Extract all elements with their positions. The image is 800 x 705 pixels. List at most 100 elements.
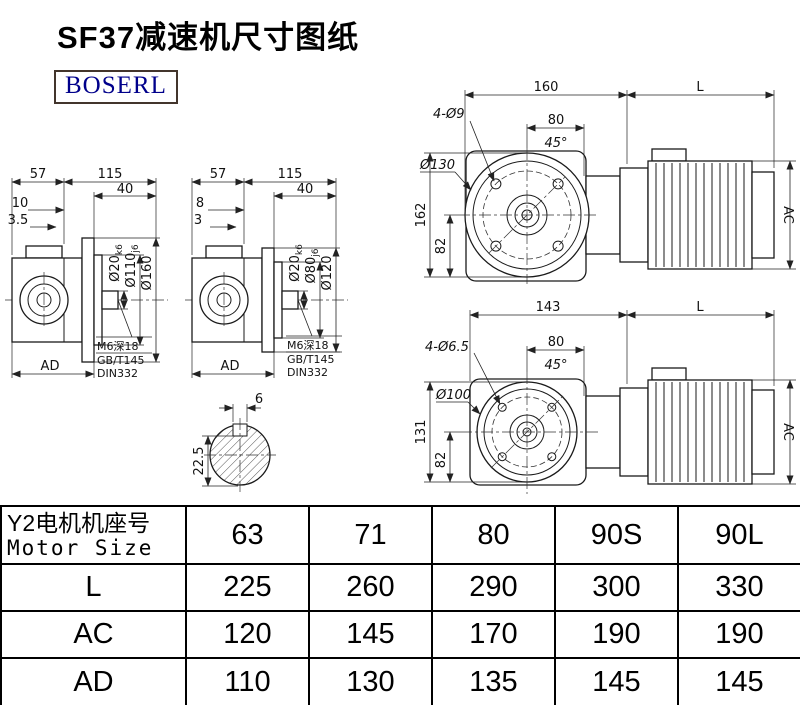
flange-circle-label: Ø130	[419, 158, 455, 173]
bolt-hole	[547, 402, 557, 412]
output-flange	[261, 247, 275, 353]
thread-note-line3: DIN332	[287, 366, 328, 379]
dim-spigot-diameter: Ø110j6	[124, 244, 141, 288]
motor-dimension-table: Y2电机机座号 Motor Size 63 71 80 90S 90L L 22…	[0, 505, 800, 705]
output-shaft	[101, 290, 119, 310]
table-header-row: Y2电机机座号 Motor Size 63 71 80 90S 90L	[0, 505, 800, 565]
dim-width-b: 115	[278, 167, 303, 182]
row-label: L	[0, 563, 187, 612]
flange-spigot	[93, 254, 103, 346]
bolt-hole	[552, 178, 564, 190]
table-cell: 290	[431, 563, 556, 612]
table-cell: 190	[554, 610, 679, 659]
bolt-hole	[552, 240, 564, 252]
table-cell: 170	[431, 610, 556, 659]
dim-motor-length: L	[696, 80, 704, 95]
bolt-hole	[497, 452, 507, 462]
flange-front-view-with-motor-top: 160 L 4-Ø9 80 45° Ø130 162 82 AC	[414, 80, 796, 284]
bolt-hole	[497, 402, 507, 412]
gearbox-top-boss	[25, 245, 63, 259]
gearbox-side-view-1: 57 115 40 10 3.5 Ø20k6 Ø110j6 Ø160	[5, 167, 168, 380]
flange-front-view-with-motor-bottom: 143 L 4-Ø6.5 80 45° Ø100 131 82 AC	[414, 300, 796, 494]
dim-ad-label: AD	[221, 359, 240, 374]
brand-logo: BOSERL	[54, 70, 178, 104]
motor-fan-cover	[751, 171, 775, 259]
table-cell: 145	[677, 657, 800, 705]
table-cell: 110	[185, 657, 310, 705]
dim-motor-height: AC	[780, 423, 795, 441]
motor-size-header-en: Motor Size	[7, 536, 154, 560]
dim-flange-diameter: Ø120	[320, 255, 335, 290]
table-row-AD: AD 110 130 135 145 145	[0, 657, 800, 705]
thread-note-line3: DIN332	[97, 367, 138, 380]
table-cell: 120	[185, 610, 310, 659]
thread-note-line1: M6深18	[287, 339, 329, 352]
dim-center-to-flange: 80	[548, 335, 565, 350]
motor-body	[647, 160, 753, 270]
dim-spigot-diameter: Ø80j6	[304, 248, 321, 283]
row-label: AC	[0, 610, 187, 659]
frame-size-column-header: 63	[185, 505, 310, 565]
dim-gearbox-length: 143	[536, 300, 561, 315]
dim-width-a: 57	[30, 167, 47, 182]
motor-fan-cover	[751, 389, 775, 475]
motor-terminal-box	[651, 367, 687, 381]
technical-drawing-canvas: 57 115 40 10 3.5 Ø20k6 Ø110j6 Ø160	[5, 80, 796, 494]
table-cell: 145	[554, 657, 679, 705]
table-row-L: L 225 260 290 300 330	[0, 563, 800, 612]
dim-shaft-length: 40	[297, 182, 314, 197]
gearbox-top-boss	[205, 245, 243, 259]
bolt-hole	[490, 178, 502, 190]
dim-shaft-diameter: Ø20k6	[288, 244, 305, 282]
row-label: AD	[0, 657, 187, 705]
frame-size-column-header: 90L	[677, 505, 800, 565]
table-cell: 300	[554, 563, 679, 612]
table-cell: 330	[677, 563, 800, 612]
dim-width-a: 57	[210, 167, 227, 182]
thread-note-line2: GB/T145	[287, 353, 335, 366]
table-row-AC: AC 120 145 170 190 190	[0, 610, 800, 659]
table-cell: 190	[677, 610, 800, 659]
dim-ad-label: AD	[41, 359, 60, 374]
dim-motor-height: AC	[780, 206, 795, 224]
dim-shaft-diameter: Ø20k6	[108, 244, 125, 282]
table-cell: 130	[308, 657, 433, 705]
motor-size-header-cn: Y2电机机座号	[7, 510, 151, 536]
table-cell: 135	[431, 657, 556, 705]
motor-body	[647, 379, 753, 485]
dim-gearbox-length: 160	[534, 80, 559, 95]
motor-endbell	[619, 167, 649, 263]
dim-motor-length: L	[696, 300, 704, 315]
frame-size-column-header: 71	[308, 505, 433, 565]
motor-size-header-cell: Y2电机机座号 Motor Size	[0, 505, 187, 565]
bolt-angle-label: 45°	[544, 136, 567, 151]
dim-center-height: 82	[434, 452, 449, 469]
shaft-cross-section: 6 22.5	[192, 392, 276, 492]
dim-step-b: 3.5	[8, 213, 29, 228]
table-cell: 225	[185, 563, 310, 612]
output-shaft	[281, 290, 299, 310]
flange-spigot	[273, 261, 283, 339]
dim-step-b: 3	[194, 213, 202, 228]
dim-center-to-flange: 80	[548, 113, 565, 128]
bolt-hole	[547, 452, 557, 462]
table-cell: 260	[308, 563, 433, 612]
dim-keyway-depth: 22.5	[192, 447, 207, 476]
dim-keyway-width: 6	[255, 392, 263, 407]
dim-step-a: 10	[12, 196, 29, 211]
motor-endbell	[619, 387, 649, 477]
dim-overall-height: 131	[414, 420, 429, 445]
brand-logo-text: BOSERL	[65, 72, 167, 99]
motor-cooling-fins	[655, 163, 745, 267]
frame-size-column-header: 90S	[554, 505, 679, 565]
bolt-holes-callout: 4-Ø6.5	[425, 340, 469, 355]
thread-note-line1: M6深18	[97, 340, 139, 353]
dim-width-b: 115	[98, 167, 123, 182]
motor-cooling-fins	[655, 382, 745, 482]
frame-size-column-header: 80	[431, 505, 556, 565]
flange-circle-label: Ø100	[435, 388, 471, 403]
dim-step-a: 8	[196, 196, 204, 211]
output-flange	[81, 237, 95, 363]
motor-terminal-box	[651, 148, 687, 162]
